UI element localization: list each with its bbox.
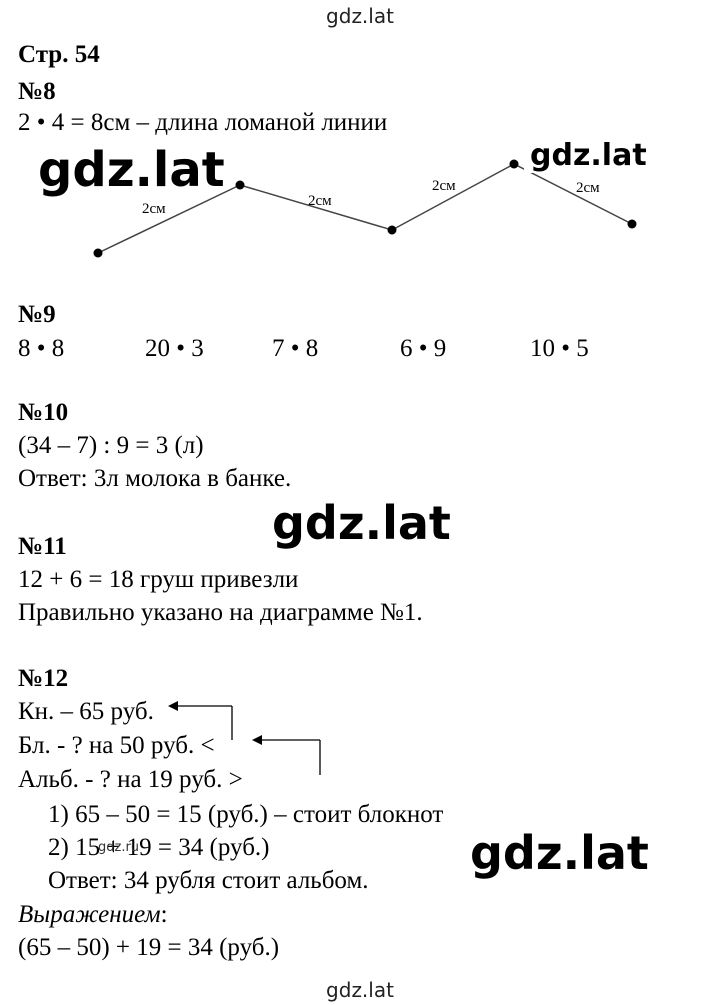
task12-line: Альб. - ? на 19 руб. >	[18, 766, 243, 793]
vertex-point	[93, 248, 103, 258]
task12-step: 2) 15 + 19 = 34 (руб.)	[48, 834, 270, 861]
task11-line2: Правильно указано на диаграмме №1.	[18, 599, 423, 626]
task8-number: №8	[18, 78, 56, 105]
task9-expression: 20 • 3	[145, 335, 204, 362]
task11-number: №11	[18, 533, 67, 560]
watermark: gdz.lat	[272, 496, 451, 550]
site-footer: gdz.lat	[326, 978, 394, 1002]
watermark: gdz.lat	[524, 138, 653, 173]
vertex-point	[509, 159, 519, 169]
task10-answer: Ответ: 3л молока в банке.	[18, 465, 292, 492]
task12-number: №12	[18, 665, 69, 692]
vertex-point	[627, 219, 637, 229]
segment-label: 2см	[142, 201, 166, 217]
task12-expression: (65 – 50) + 19 = 34 (руб.)	[18, 934, 280, 961]
task9-expression: 8 • 8	[18, 335, 65, 362]
watermark: gdz.lat	[470, 826, 649, 880]
task9-expression: 10 • 5	[530, 335, 589, 362]
task12-line: Бл. - ? на 50 руб. <	[18, 732, 215, 759]
expression-colon: :	[160, 901, 168, 928]
task12-answer: Ответ: 34 рубля стоит альбом.	[48, 867, 369, 894]
task12-step: 1) 65 – 50 = 15 (руб.) – стоит блокнот	[48, 801, 444, 828]
segment-label: 2см	[576, 180, 600, 196]
page-title: Стр. 54	[18, 41, 100, 68]
expression-heading: Выражением:	[18, 900, 168, 930]
vertex-point	[387, 225, 397, 235]
arrow-head	[168, 701, 178, 711]
task9-expression: 7 • 8	[272, 335, 319, 362]
task10-line1: (34 – 7) : 9 = 3 (л)	[18, 432, 204, 459]
vertex-point	[235, 180, 245, 190]
task11-line1: 12 + 6 = 18 груш привезли	[18, 566, 299, 593]
task10-number: №10	[18, 399, 69, 426]
task12-line: Кн. – 65 руб.	[18, 698, 154, 725]
task9-expression: 6 • 9	[400, 335, 447, 362]
watermark: gdz.lat	[38, 142, 225, 198]
task9-number: №9	[18, 301, 56, 328]
segment-label: 2см	[432, 178, 456, 194]
site-header: gdz.lat	[326, 4, 394, 28]
expression-label: Выражением	[18, 901, 161, 928]
task8-line: 2 • 4 = 8см – длина ломаной линии	[18, 109, 388, 136]
small-watermark: gdz.ru	[98, 840, 140, 855]
segment-label: 2см	[308, 193, 332, 209]
arrow-head	[252, 735, 262, 745]
